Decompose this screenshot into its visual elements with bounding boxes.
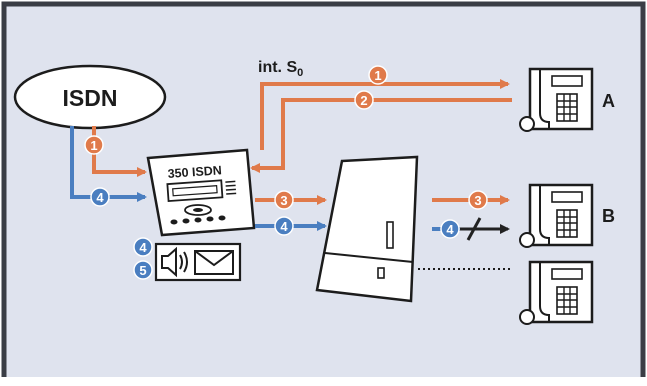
marker-blocked-to-phone-b: 4 [440,219,460,239]
phone-b-label: B [602,206,615,226]
svg-text:2: 2 [360,93,367,108]
marker-voice-unit: 4 [133,237,153,257]
marker-phone-a-to-pbx: 2 [354,90,374,110]
terminal-box [315,155,419,303]
pbx-label: 350 ISDN [167,163,222,181]
svg-text:4: 4 [446,222,454,237]
pbx-display [166,179,237,203]
marker-switch-to-phone-b: 3 [468,190,488,210]
svg-text:5: 5 [139,263,146,278]
marker-isdn-to-pbx-blue: 4 [90,187,110,207]
phone-c [519,260,594,325]
pbx-keys [170,215,226,225]
marker-pbx-to-phone-a: 1 [368,65,388,85]
marker-message-unit: 5 [133,260,153,280]
arrow-pbx-to-phone-a [260,79,510,150]
phone-b [519,183,594,248]
phone-a-label: A [602,91,615,111]
svg-text:3: 3 [280,193,287,208]
svg-text:3: 3 [474,193,481,208]
isdn-network-label: ISDN [63,85,118,111]
voice-message-unit [154,242,242,282]
phone-a [519,67,594,132]
svg-text:4: 4 [280,219,288,234]
svg-text:1: 1 [374,68,381,83]
marker-pbx-to-switch: 3 [274,190,294,210]
bus-label: int. S0 [258,59,303,79]
isdn-network-ellipse [13,64,167,130]
diagram-frame [1,1,646,377]
marker-isdn-to-pbx: 1 [84,135,104,155]
pbx-device: 350 ISDN [146,148,256,237]
svg-text:4: 4 [96,190,104,205]
svg-text:1: 1 [90,138,97,153]
svg-text:4: 4 [139,240,147,255]
block-slash [466,217,482,241]
marker-pbx-to-switch-blue: 4 [274,216,294,236]
arrow-phone-a-to-pbx [250,98,512,173]
arrow-isdn-to-pbx-blue [70,126,147,202]
speaker-icon [161,246,188,278]
envelope-icon [194,250,234,275]
